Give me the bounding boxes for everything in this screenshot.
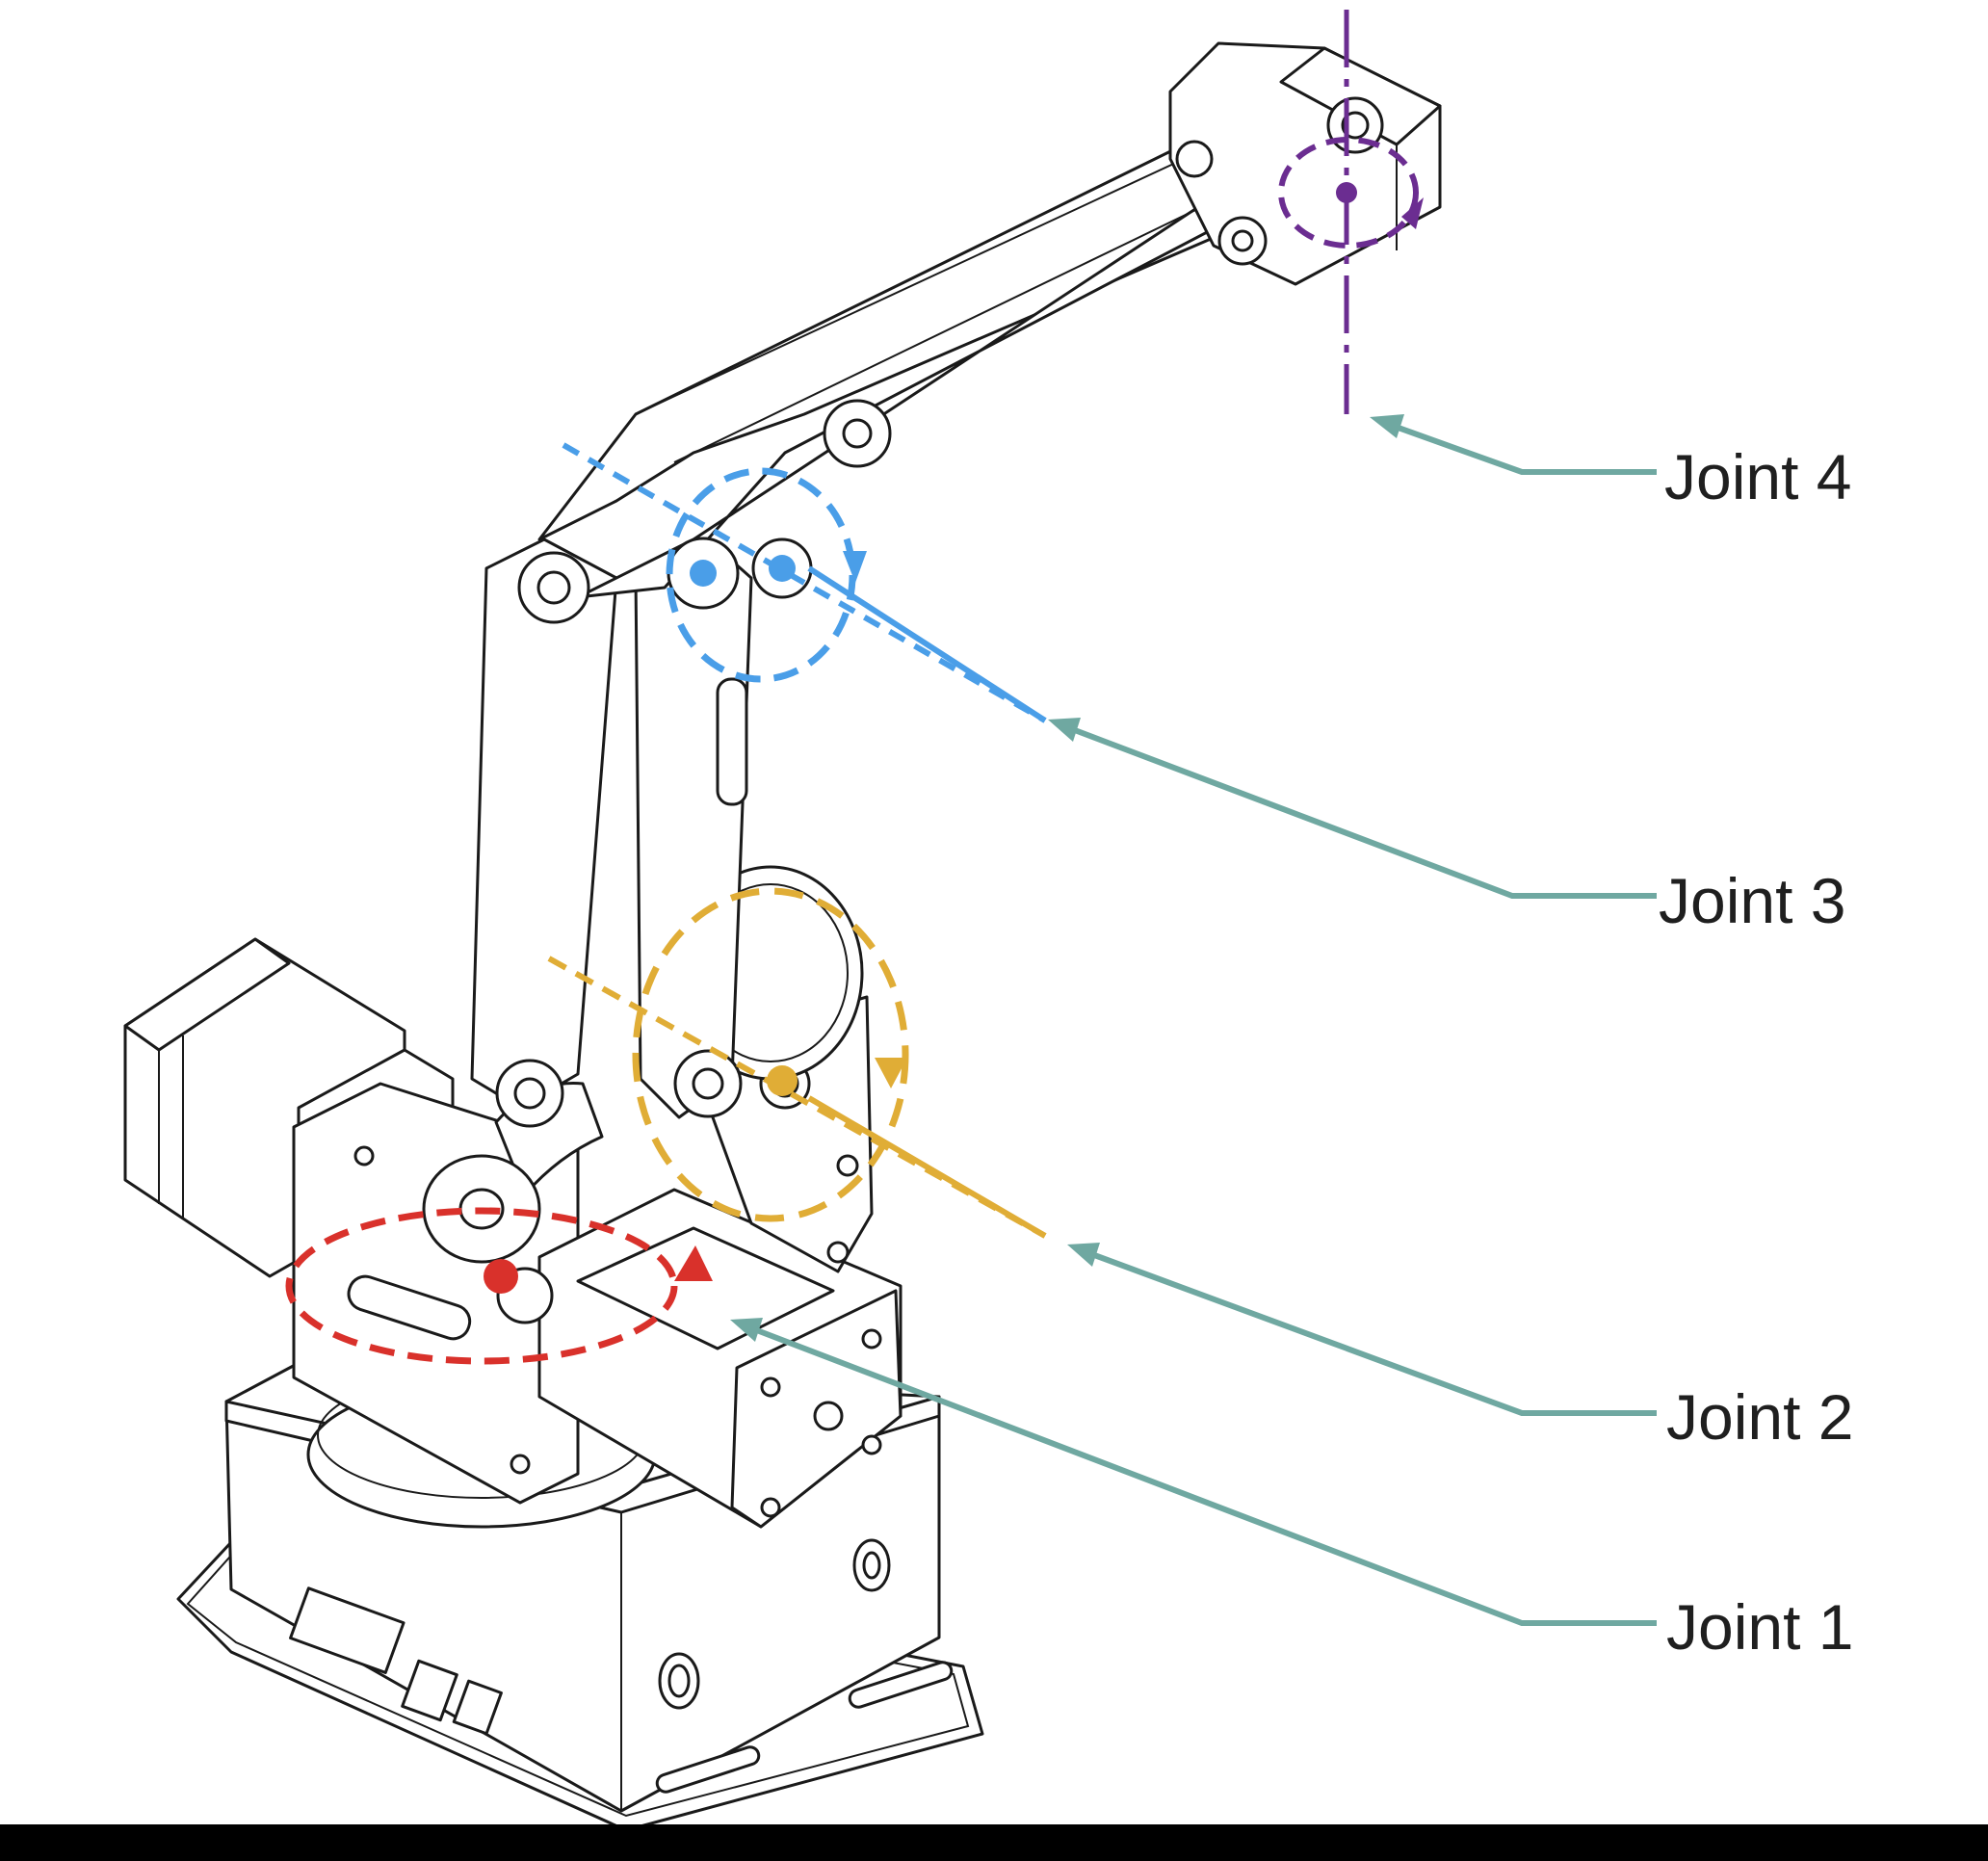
joint1-axis	[285, 1207, 713, 1365]
leader-lines	[740, 419, 1657, 1626]
joint4-arrow	[1401, 197, 1424, 229]
leader-joint2-arrowhead	[1067, 1243, 1100, 1267]
joint3-axis	[562, 442, 1047, 723]
joint4-rotation-arc	[1278, 137, 1419, 249]
forearm	[537, 123, 1341, 599]
leader-arrowheads	[730, 414, 1404, 1342]
joint2-label: Joint 2	[1666, 1381, 1854, 1453]
pivot-bearings	[495, 399, 892, 1324]
leader-joint3-arrowhead	[1048, 718, 1081, 742]
bottom-black-bar	[0, 1824, 1988, 1861]
joint4-axis	[1278, 10, 1424, 414]
leader-joint1-arrowhead	[730, 1318, 763, 1342]
leader-joint2	[1077, 1246, 1657, 1416]
joint3-arrow	[843, 551, 867, 583]
joint2-rotation-arc	[632, 887, 909, 1222]
leader-joint4-arrowhead	[1370, 414, 1404, 438]
leader-joint4	[1380, 419, 1657, 475]
joint4-dot	[1336, 182, 1357, 203]
joint3-axis-line	[562, 442, 1047, 723]
leader-joint1	[740, 1322, 1657, 1626]
joint2-axis	[547, 887, 1047, 1239]
joint2-arrow	[875, 1058, 907, 1088]
joint1-rotation-arc	[285, 1207, 678, 1365]
joint1-arrow	[674, 1245, 713, 1281]
end-effector	[1168, 41, 1442, 286]
leader-joint3	[1058, 721, 1657, 899]
joint3-label: Joint 3	[1659, 865, 1846, 936]
joint1-label: Joint 1	[1666, 1591, 1854, 1663]
joint4-label: Joint 4	[1664, 441, 1852, 512]
right-stepper-motor	[537, 1188, 902, 1529]
